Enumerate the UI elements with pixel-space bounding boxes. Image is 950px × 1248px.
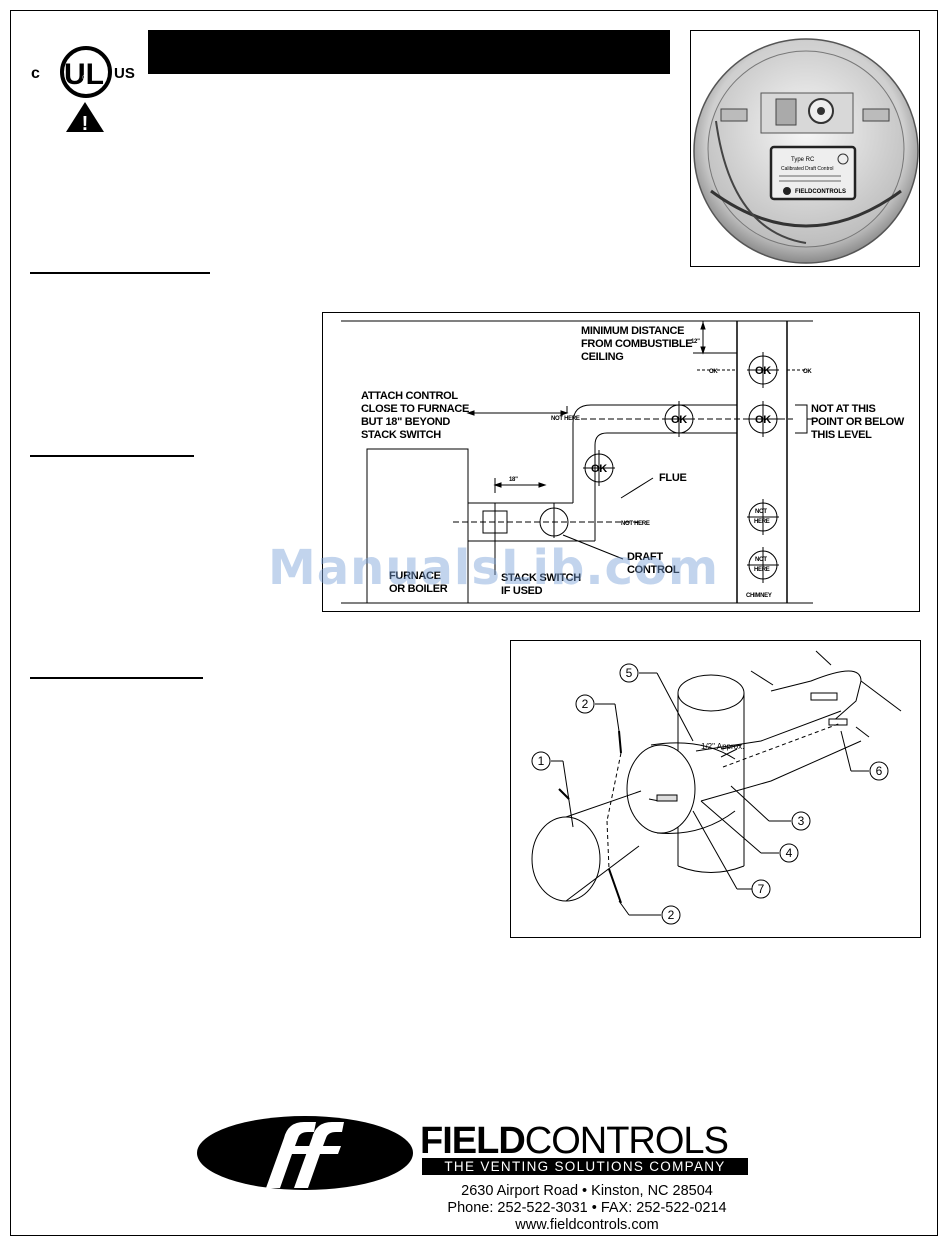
svg-text:!: ! [82, 113, 89, 135]
not-at-this-line3: THIS LEVEL [811, 429, 872, 441]
brand-controls: CONTROLS [524, 1120, 729, 1162]
callout-6: 6 [876, 764, 883, 778]
chimney-label: CHIMNEY [746, 593, 772, 599]
photo-label-brand: FIELDCONTROLS [795, 189, 846, 195]
field-controls-logo-mark [197, 1116, 413, 1190]
callout-7: 7 [758, 882, 765, 896]
callout-3: 3 [798, 814, 805, 828]
not-at-this-line2: POINT OR BELOW [811, 416, 905, 428]
attach-line1: ATTACH CONTROL [361, 390, 458, 402]
section-rule-2 [30, 455, 194, 457]
not-here-stack2-b: HERE [754, 567, 770, 573]
not-here-stack1-a: NOT [755, 509, 767, 515]
attach-line4: STACK SWITCH [361, 429, 441, 441]
ok-left-label: OK [709, 369, 718, 375]
callout-5: 5 [626, 666, 633, 680]
draft-control-line2: CONTROL [627, 564, 680, 576]
c-letter: c [31, 65, 40, 82]
assembly-diagram: 1/2" Approx. 1 2 2 3 4 5 6 7 [510, 640, 921, 938]
min-distance-line3: CEILING [581, 351, 624, 363]
not-here-pipe: NOT HERE [551, 416, 580, 422]
not-here-right: NOT HERE [621, 521, 650, 527]
photo-label-product: Calibrated Draft Control [781, 166, 834, 172]
registered-mark: ® [82, 74, 88, 82]
page-border [10, 10, 938, 1236]
us-letters: US [114, 65, 135, 82]
section-rule-3 [30, 677, 203, 679]
dim-12-label: 12" [691, 339, 700, 345]
ok-chimney-top: OK [755, 365, 771, 377]
stack-switch-line2: IF USED [501, 585, 543, 597]
section-rule-1 [30, 272, 210, 274]
attach-line3: BUT 18" BEYOND [361, 416, 450, 428]
callout-2-top: 2 [582, 697, 589, 711]
flue-label: FLUE [659, 472, 687, 484]
ok-pipe: OK [671, 414, 687, 426]
footer-address: 2630 Airport Road • Kinston, NC 28504 [461, 1183, 713, 1199]
half-inch-label: 1/2" Approx. [701, 742, 744, 751]
ok-chimney-mid: OK [755, 414, 771, 426]
title-bar [148, 30, 670, 74]
min-distance-line2: FROM COMBUSTIBLE [581, 338, 692, 350]
location-diagram: MINIMUM DISTANCE FROM COMBUSTIBLE CEILIN… [322, 312, 920, 612]
callout-4: 4 [786, 846, 793, 860]
not-here-stack1-b: HERE [754, 519, 770, 525]
ul-letters: UL [64, 58, 104, 91]
brand-field: FIELD [420, 1120, 526, 1162]
brand-tagline: THE VENTING SOLUTIONS COMPANY [422, 1158, 748, 1175]
furnace-line2: OR BOILER [389, 583, 448, 595]
not-here-stack2-a: NOT [755, 557, 767, 563]
warning-triangle-icon: ! [66, 102, 104, 135]
attach-line2: CLOSE TO FURNACE [361, 403, 469, 415]
watermark: ManualsLib.com [268, 540, 719, 596]
not-at-this-line1: NOT AT THIS [811, 403, 876, 415]
ok-right-label: OK [803, 369, 812, 375]
photo-label-type: Type RC [791, 157, 815, 163]
ok-elbow: OK [591, 463, 607, 475]
brand-wordmark: FIELDCONTROLS [420, 1120, 750, 1162]
draft-control-line1: DRAFT [627, 551, 663, 563]
stack-switch-line1: STACK SWITCH [501, 572, 581, 584]
min-distance-line1: MINIMUM DISTANCE [581, 325, 684, 337]
dim-18-label: 18" [509, 477, 518, 483]
furnace-line1: FURNACE [389, 570, 441, 582]
footer-web: www.fieldcontrols.com [515, 1217, 659, 1233]
callout-1: 1 [538, 754, 545, 768]
product-photo: Type RC Calibrated Draft Control FIELDCO… [690, 30, 920, 267]
culus-logo: UL ® c US ! [31, 46, 135, 135]
footer-phone: Phone: 252-522-3031 • FAX: 252-522-0214 [447, 1200, 727, 1216]
callout-2-bottom: 2 [668, 908, 675, 922]
